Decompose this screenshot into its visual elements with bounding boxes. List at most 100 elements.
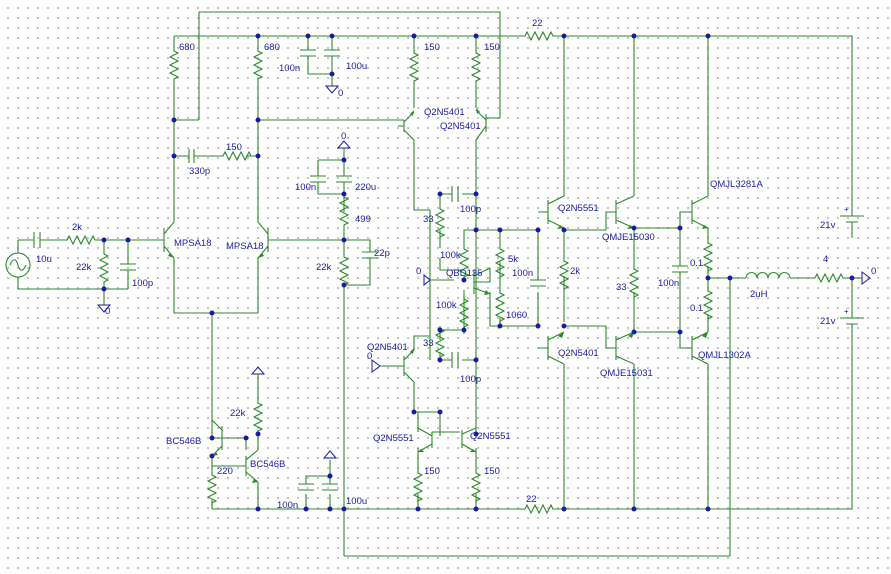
battery-top[interactable]: +	[840, 198, 864, 226]
label-c100p-b: 100p	[460, 374, 481, 385]
label-r-load: 4	[823, 254, 828, 265]
capacitor-100u-top[interactable]	[324, 49, 340, 60]
label-v-bot: 21v	[820, 316, 836, 327]
label-c-in: 10u	[36, 254, 52, 265]
resistor-2k[interactable]	[63, 235, 99, 245]
battery-bot[interactable]: +	[840, 300, 864, 343]
label-c22p: 22p	[374, 248, 390, 259]
label-q-vbe: QBD135	[446, 268, 482, 279]
resistor-22-top[interactable]	[521, 31, 557, 41]
resistor-22k-in[interactable]	[99, 250, 109, 286]
label-r5k: 5k	[508, 254, 518, 265]
resistor-22k-ref[interactable]	[253, 399, 263, 435]
resistor-150-q1[interactable]	[409, 49, 419, 85]
junctions	[101, 33, 855, 512]
capacitor-22p[interactable]	[362, 251, 378, 270]
capacitor-100n-vbe[interactable]	[530, 279, 546, 287]
transistor-ref2[interactable]	[212, 449, 259, 483]
resistor-680b[interactable]	[253, 47, 263, 83]
ground-top	[325, 85, 339, 94]
transistor-vas[interactable]	[403, 348, 415, 383]
label-c-in-f: 100p	[132, 278, 153, 289]
transistor-cs2[interactable]	[461, 427, 477, 453]
transistor-mirror1[interactable]	[398, 110, 415, 141]
resistor-load[interactable]	[811, 273, 847, 283]
label-r499: 499	[355, 214, 371, 225]
label-r220: 220	[217, 466, 233, 477]
ground-vas	[371, 359, 381, 373]
label-r-in: 2k	[72, 222, 82, 233]
label-r22-bot: 22	[526, 494, 537, 505]
label-r33a: 33	[423, 214, 434, 225]
transistor-vbe[interactable]	[473, 267, 491, 295]
capacitor-10u[interactable]	[30, 232, 44, 248]
label-r1060: 1060	[506, 310, 527, 321]
label-gnd-top: 0	[338, 88, 343, 99]
resistor-680a[interactable]	[169, 47, 179, 83]
transistor-cs1[interactable]	[417, 427, 433, 453]
label-r150-fb: 150	[226, 142, 242, 153]
capacitor-100n-fb[interactable]	[310, 175, 326, 186]
label-q-pre-top: Q2N5551	[558, 203, 599, 214]
ac-source[interactable]	[5, 252, 31, 278]
capacitor-100u-bot[interactable]	[322, 483, 338, 491]
ground-vbe	[423, 273, 431, 287]
label-q-ltp1: MPSA18	[174, 238, 212, 249]
label-c220u: 220u	[355, 182, 376, 193]
label-r-bias-in: 22k	[76, 262, 92, 273]
ground-bot	[323, 450, 337, 459]
components: + +	[5, 31, 871, 514]
labels: 10u 2k 22k 100p 0 MPSA18 MPSA18 680 680 …	[36, 18, 876, 511]
label-r22k-fb: 22k	[316, 262, 332, 273]
label-q-drv-top: QMJE15030	[602, 232, 655, 243]
label-q-ref2: BC546B	[250, 459, 285, 470]
transistor-ltp2[interactable]	[257, 221, 274, 259]
label-c100p-a: 100p	[460, 204, 481, 215]
label-c100u-bot: 100u	[346, 496, 367, 507]
capacitor-100n-out[interactable]	[672, 265, 688, 286]
capacitor-220u[interactable]	[336, 175, 352, 186]
label-gnd-fb: 0	[341, 131, 346, 142]
label-q-mir1: Q2N5401	[424, 107, 465, 118]
transistor-drv-top[interactable]	[615, 195, 635, 229]
label-c100n-bot: 100n	[277, 500, 298, 511]
capacitor-100p-b[interactable]	[451, 352, 459, 368]
capacitor-100p-in[interactable]	[120, 260, 136, 276]
capacitor-100n-top[interactable]	[300, 49, 316, 60]
label-r33-drv: 33	[616, 282, 627, 293]
label-r150-cs2: 150	[484, 466, 500, 477]
capacitor-100n-bot[interactable]	[298, 483, 314, 491]
label-re-top: 0.1	[690, 258, 703, 269]
transistor-out-bot[interactable]	[691, 331, 709, 365]
capacitor-330p[interactable]	[186, 149, 196, 163]
ground-out	[861, 271, 871, 285]
wires	[17, 11, 862, 557]
transistor-drv-bot[interactable]	[615, 331, 635, 365]
label-gnd-vbe: 0	[416, 266, 421, 277]
transistor-out-top[interactable]	[691, 195, 709, 229]
inductor-2uh[interactable]	[745, 272, 791, 279]
label-c100n-vbe: 100n	[512, 268, 533, 279]
label-re-bot: 0.1	[690, 303, 703, 314]
label-r22k-ref: 22k	[230, 408, 246, 419]
label-r33b: 33	[423, 338, 434, 349]
label-gnd-vas: 0	[367, 351, 372, 362]
label-c100n-out: 100n	[658, 278, 679, 289]
label-q-out-top: QMJL3281A	[710, 179, 763, 190]
label-r150-q1: 150	[424, 42, 440, 53]
resistor-22-bot[interactable]	[521, 504, 557, 514]
ground-ref	[251, 366, 265, 375]
capacitor-100p-a[interactable]	[451, 186, 459, 202]
transistor-pre-bot[interactable]	[547, 331, 565, 365]
transistor-ref1[interactable]	[211, 419, 247, 457]
label-q-drv-bot: QMJE15031	[600, 368, 653, 379]
label-gnd-out: 0	[871, 266, 876, 277]
label-q-ref1: BC546B	[166, 436, 201, 447]
ground-fb	[337, 140, 351, 149]
label-q-vas: Q2N5401	[367, 342, 408, 353]
transistor-mirror2[interactable]	[475, 108, 500, 141]
transistor-ltp1[interactable]	[158, 221, 175, 259]
label-c100u-top: 100u	[346, 61, 367, 72]
resistor-150-q2[interactable]	[471, 49, 481, 85]
